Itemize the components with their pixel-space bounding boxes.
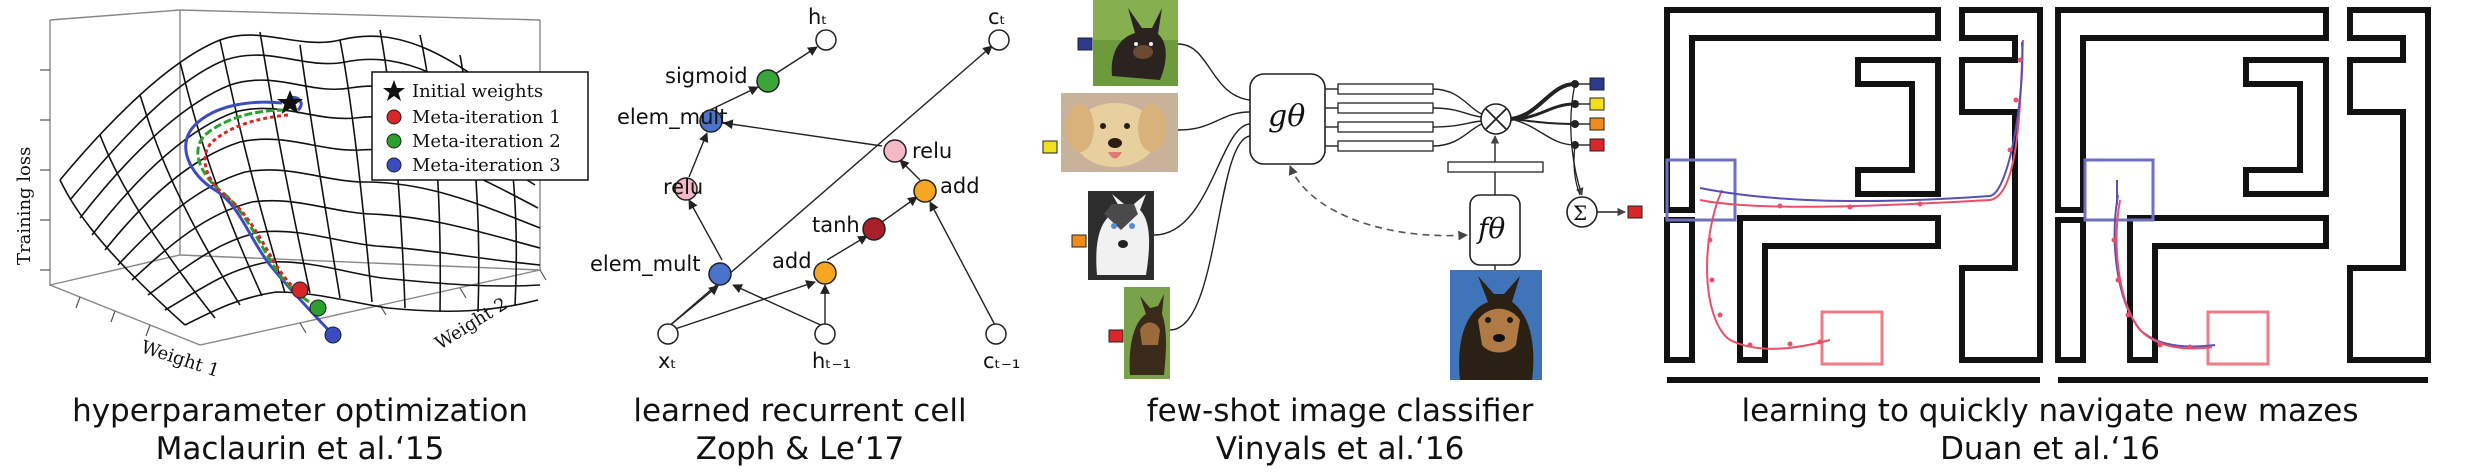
fewshot-panel: gθ [1042,0,1643,380]
node-xt [657,323,679,345]
node-tanh [862,217,886,241]
multiply-icon [1485,108,1507,130]
caption-fewshot: few-shot image classifier Vinyals et al.… [1090,392,1590,468]
output-label-bins [1571,77,1605,152]
node-ht-1 [814,323,836,345]
node-add-bottom [813,261,837,285]
support-image-1 [1093,0,1178,86]
label-ct-1: cₜ₋₁ [983,349,1020,373]
node-ht [815,29,837,51]
meta-trajectories [184,95,335,337]
node-ct-1 [985,323,1007,345]
label-ht-1: hₜ₋₁ [812,349,851,373]
label-add-bottom: add [772,249,812,273]
loss-surface-mesh [59,29,541,326]
legend-green-marker [386,133,402,149]
support-connections [1153,43,1251,331]
legend-blue-marker [386,157,402,173]
query-embedding [1447,161,1544,173]
node-add-right [913,179,937,203]
meta-iteration-2-point [309,299,327,317]
caption-rnn-cell-line2: Zoph & Le‘17 [695,431,905,467]
label-ht: hₜ [808,5,828,29]
support-image-4 [1124,287,1170,379]
label-relu-right: relu [912,139,952,163]
legend-star-icon [383,80,405,101]
sum-connections [1570,83,1584,196]
hyperopt-zlabel: Training loss [14,147,35,265]
node-sigmoid [756,69,780,93]
label-relu-left: relu [663,175,703,199]
legend-entry-0: Initial weights [412,81,543,102]
hyperopt-axes-box [49,9,541,346]
maze-1-path-points [1707,57,2023,348]
caption-fewshot-line2: Vinyals et al.‘16 [1215,431,1465,467]
caption-mazes-line2: Duan et al.‘16 [1940,431,2160,467]
support-label-blue [1077,37,1093,51]
legend-entry-3: Meta-iteration 3 [412,155,561,176]
support-label-yellow [1042,140,1058,154]
hyperopt-legend: Initial weights Meta-iteration 1 Meta-it… [371,71,589,181]
caption-hyperopt-line1: hyperparameter optimization [72,393,528,429]
maze-2-path-points [2111,237,2193,350]
legend-red-marker [386,109,402,125]
maze-2-walls [2055,7,2431,383]
predicted-label [1627,205,1643,219]
node-relu-right [883,139,907,163]
label-elem-mult-top: elem_mult [617,105,727,130]
maze-1-start-box [1665,158,1737,222]
shared-weights-link [1288,165,1468,241]
maze-1-paths [1699,39,2024,350]
label-tanh: tanh [812,213,860,237]
caption-hyperopt: hyperparameter optimization Maclaurin et… [20,392,580,468]
node-elem-mult-bottom [708,262,732,286]
initial-weights-star [277,90,303,114]
caption-mazes-line1: learning to quickly navigate new mazes [1741,393,2359,429]
legend-entry-2: Meta-iteration 2 [412,131,561,152]
caption-hyperopt-line2: Maclaurin et al.‘15 [155,431,445,467]
hyperopt-ylabel: Weight 2 [432,294,512,355]
hyperopt-panel: Training loss Weight 1 Weight 2 Initial … [14,9,589,382]
label-elem-mult-bottom: elem_mult [590,252,700,277]
g-theta-label: gθ [1268,99,1305,134]
maze-2-start-box [2083,158,2155,222]
maze-1-walls [1664,7,2043,383]
maze-1-goal-box [1820,310,1884,366]
label-ct: cₜ [988,5,1006,29]
label-add-right: add [940,174,980,198]
label-sigmoid: sigmoid [665,64,748,88]
caption-fewshot-line1: few-shot image classifier [1146,393,1534,429]
node-elem-mult-top [699,109,723,133]
query-image [1450,270,1542,380]
caption-mazes: learning to quickly navigate new mazes D… [1710,392,2390,468]
embedding-to-attention [1325,88,1483,147]
legend-entry-1: Meta-iteration 1 [412,107,561,128]
caption-rnn-cell: learned recurrent cell Zoph & Le‘17 [590,392,1010,468]
node-ct [988,29,1010,51]
node-relu-left [674,177,698,201]
support-label-red [1108,329,1124,343]
meta-iteration-3-point [324,326,342,344]
rnn-cell-panel: hₜ cₜ sigmoid elem_mult relu relu add ta… [590,5,1020,373]
g-theta-box [1249,73,1326,165]
caption-rnn-cell-line1: learned recurrent cell [633,393,967,429]
meta-iteration-1-point [291,281,309,299]
attention-outputs [1510,82,1576,146]
maze-2-goal-box [2206,310,2270,366]
support-embeddings [1337,83,1434,152]
support-image-3 [1088,191,1154,280]
support-label-orange [1071,234,1087,248]
mazes-panel [1664,7,2431,383]
sum-icon: Σ [1573,201,1587,225]
label-xt: xₜ [658,349,677,373]
support-image-2 [1061,93,1178,172]
f-theta-label: fθ [1476,212,1505,245]
hyperopt-ticks [40,69,547,337]
